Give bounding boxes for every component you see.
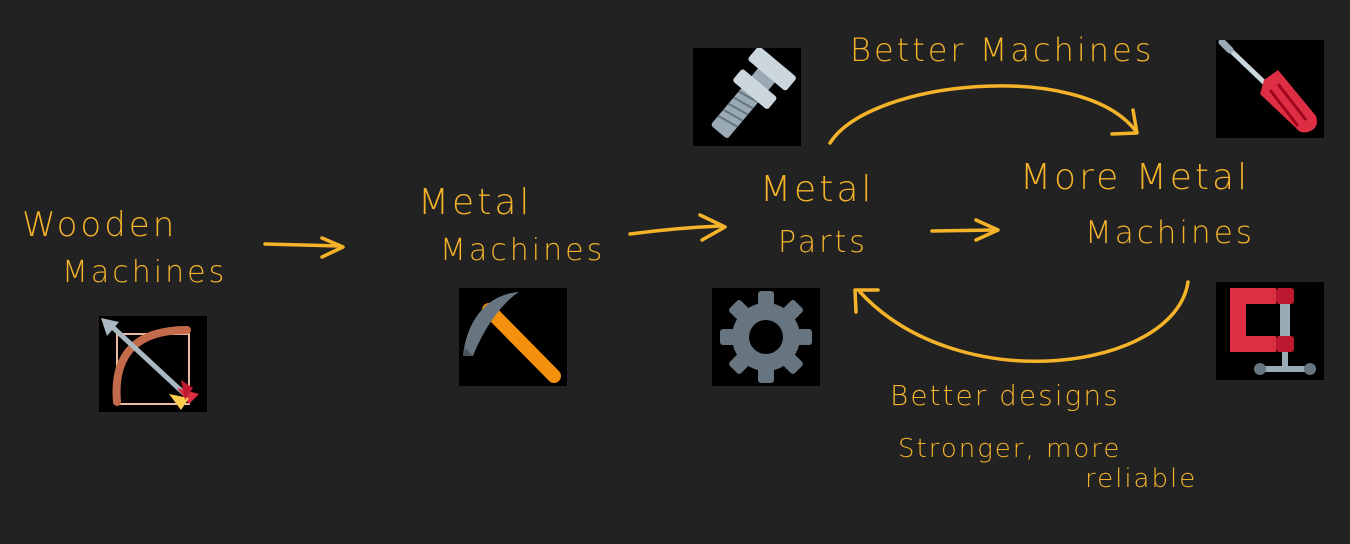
more-metal-machines-line2: Machines [1085, 215, 1255, 251]
bow-and-arrow-icon [99, 316, 207, 412]
wooden-machines-line2: Machines [62, 255, 228, 290]
arrow-bottom-loop [858, 280, 1190, 363]
wooden-machines-line1: Wooden [22, 205, 178, 245]
bottom-loop-label-line3: reliable [1085, 464, 1198, 494]
arrow-wooden-to-metal-machines [263, 242, 342, 248]
bottom-loop-label-line1: Better designs [890, 379, 1120, 412]
bottom-loop-label-line2: Stronger, more [898, 434, 1122, 464]
clamp-icon [1216, 282, 1324, 380]
metal-machines-line2: Machines [440, 233, 606, 268]
pick-icon [459, 288, 567, 386]
nut-and-bolt-icon [693, 48, 801, 146]
screwdriver-icon [1216, 40, 1324, 138]
arrow-top-loop [828, 84, 1137, 145]
top-loop-label: Better Machines [850, 31, 1155, 69]
arrow-metal-parts-to-more-metal [930, 228, 997, 233]
more-metal-machines-line1: More Metal [1020, 157, 1251, 198]
metal-parts-line1: Metal [760, 169, 875, 210]
metal-machines-line1: Metal [418, 182, 533, 223]
arrow-metal-machines-to-metal-parts [628, 224, 722, 236]
metal-parts-line2: Parts [778, 225, 868, 260]
gear-icon [712, 288, 820, 386]
